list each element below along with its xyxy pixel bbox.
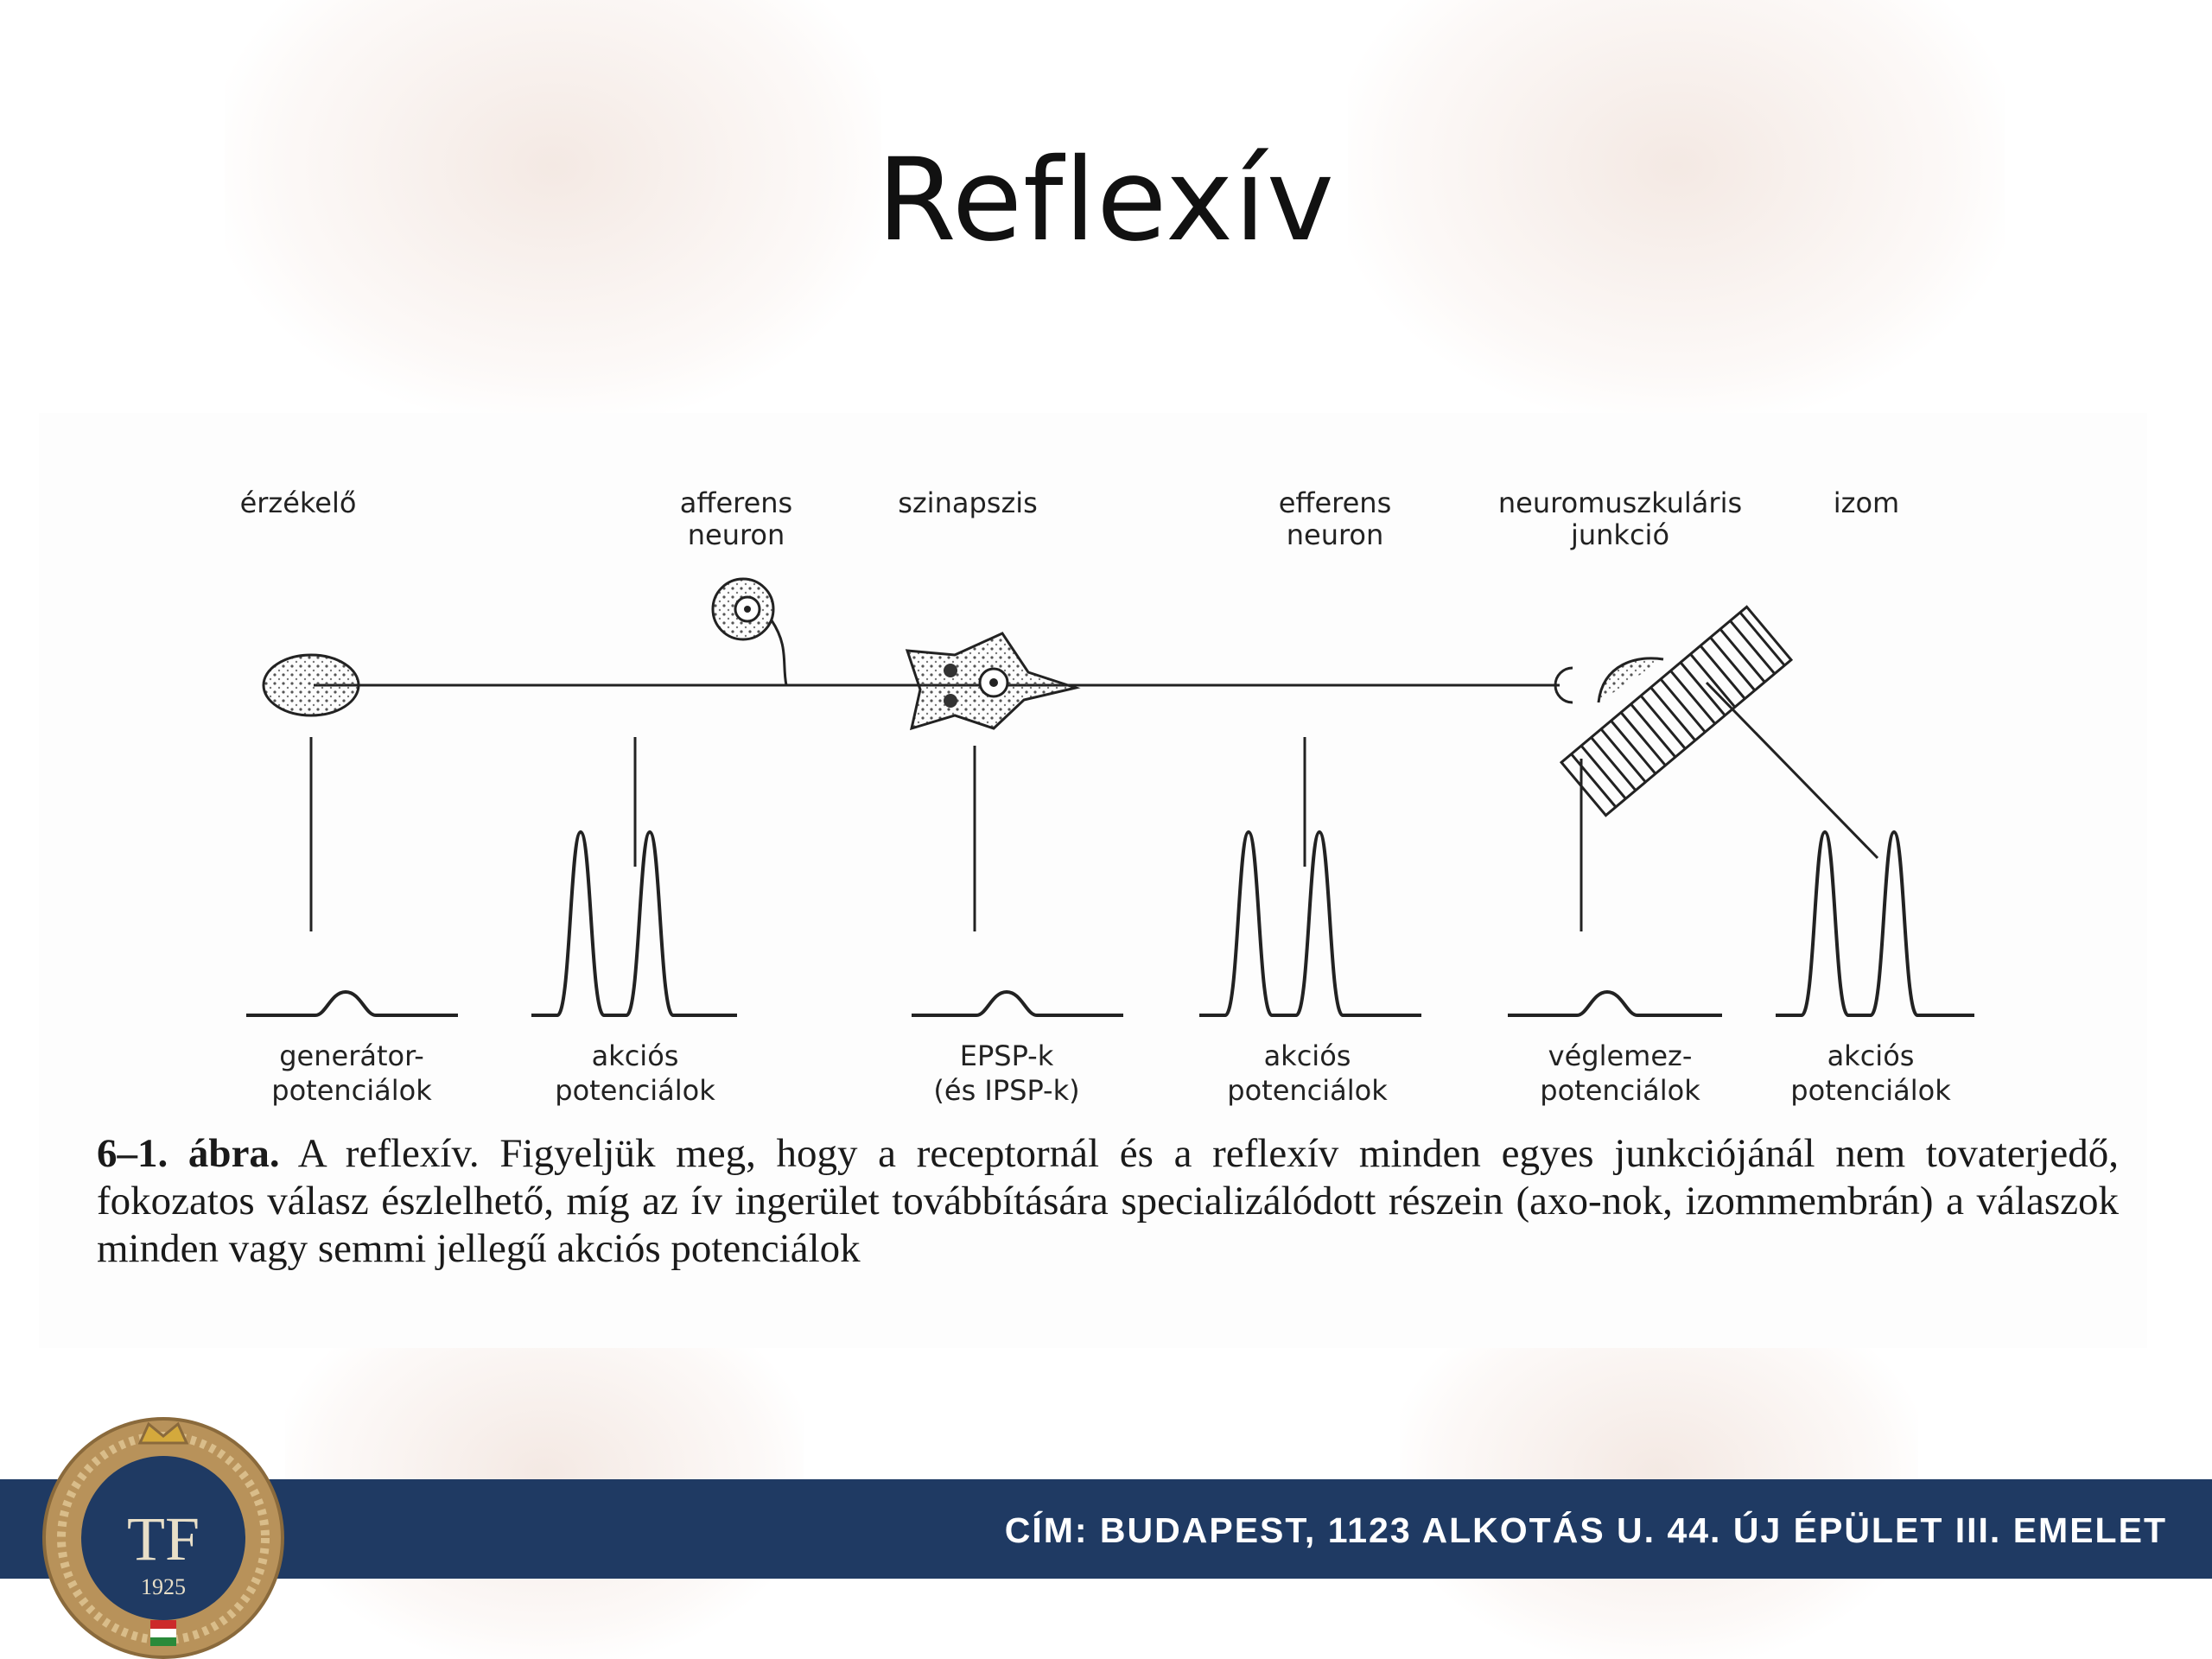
label-efferens-line2: neuron [1287,518,1384,551]
background-anatomy-right [1348,0,2005,415]
svg-text:potenciálok: potenciálok [1227,1074,1388,1107]
synapse-neuron [905,632,1081,731]
svg-text:EPSP-k: EPSP-k [960,1039,1054,1072]
label-erzekelo-line1: érzékelő [240,486,357,519]
svg-text:(és IPSP-k): (és IPSP-k) [933,1074,1079,1107]
label-izom-line1: izom [1834,486,1899,519]
flag-white [150,1629,176,1637]
slide-title: Reflexív [877,134,1335,267]
label-generator-potencialok: generátor- potenciálok [271,1039,432,1107]
label-afferens-line2: neuron [688,518,785,551]
waveform-generator [246,989,458,1017]
waveform-akcios-3 [1776,830,1974,1017]
footer-address: CÍM: BUDAPEST, 1123 ALKOTÁS U. 44. ÚJ ÉP… [1004,1510,2167,1550]
pointer-lines [309,681,1879,931]
label-veglemez-potencialok: véglemez- potenciálok [1540,1039,1700,1107]
label-akcios-potencialok-3: akciós potenciálok [1790,1039,1951,1107]
svg-text:potenciálok: potenciálok [555,1074,715,1107]
receptor-shape [262,653,360,717]
svg-text:akciós: akciós [1827,1039,1915,1072]
label-efferens-neuron: efferens neuron [1279,486,1392,551]
label-akcios-potencialok-1: akciós potenciálok [555,1039,715,1107]
background-anatomy-left [225,0,881,415]
svg-text:generátor-: generátor- [279,1039,424,1072]
figure-caption: 6–1. ábra. A reflexív. Figyeljük meg, ho… [97,1130,2119,1273]
tf-logo: TF 1925 [38,1408,289,1659]
caption-label: 6–1. ábra. [97,1131,280,1176]
waveform-akcios-1 [531,830,737,1017]
waveform-akcios-2 [1199,830,1421,1017]
label-epsp: EPSP-k (és IPSP-k) [933,1039,1079,1107]
label-erzekelo: érzékelő [240,486,357,519]
waveform-veglemez [1508,989,1722,1017]
svg-text:potenciálok: potenciálok [1790,1074,1951,1107]
flag-green [150,1637,176,1646]
label-izom: izom [1834,486,1899,519]
flag-red [150,1620,176,1629]
reflex-arc-figure: érzékelő afferens neuron szinapszis effe… [39,413,2147,1348]
logo-text: TF [127,1504,200,1573]
footer-bar: CÍM: BUDAPEST, 1123 ALKOTÁS U. 44. ÚJ ÉP… [0,1479,2212,1579]
crown-icon [137,1421,189,1445]
label-neuromuszkularis-junkcio: neuromuszkuláris junkció [1498,486,1742,551]
svg-text:potenciálok: potenciálok [271,1074,432,1107]
neuromuscular-junction [1554,657,1664,704]
reflex-arc-diagram: érzékelő afferens neuron szinapszis effe… [240,486,1974,1107]
muscle-fiber [1559,605,1794,817]
label-neuromuszkularis-line1: neuromuszkuláris [1498,486,1742,519]
logo-year: 1925 [141,1574,186,1599]
waveform-epsp [912,989,1123,1017]
label-afferens-line1: afferens [680,486,792,519]
label-neuromuszkularis-line2: junkció [1570,518,1669,551]
label-efferens-line1: efferens [1279,486,1392,519]
svg-text:akciós: akciós [592,1039,679,1072]
caption-text: A reflexív. Figyeljük meg, hogy a recept… [97,1131,2120,1271]
svg-text:potenciálok: potenciálok [1540,1074,1700,1107]
label-afferens-neuron: afferens neuron [680,486,792,551]
svg-text:akciós: akciós [1264,1039,1351,1072]
svg-text:véglemez-: véglemez- [1548,1039,1693,1072]
label-akcios-potencialok-2: akciós potenciálok [1227,1039,1388,1107]
label-szinapszis: szinapszis [898,486,1038,519]
label-szinapszis-line1: szinapszis [898,486,1038,519]
afferent-cell-body [711,577,788,686]
